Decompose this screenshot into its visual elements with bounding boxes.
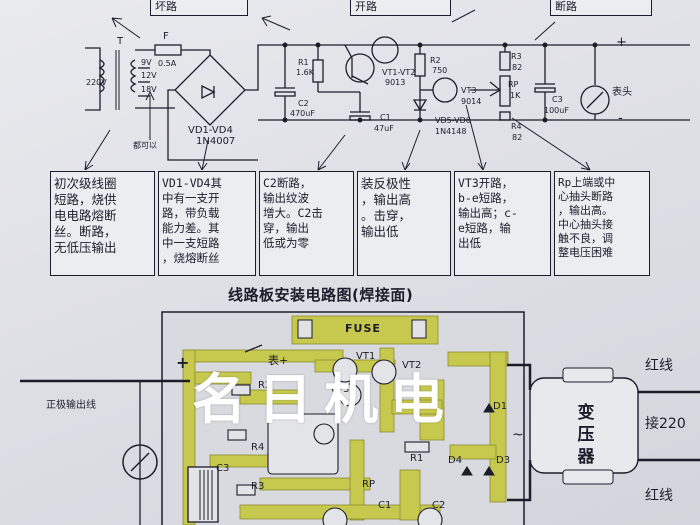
pcb-r2-label: R2 [258, 380, 272, 391]
vt3-footprint [338, 383, 362, 407]
pcb-c2-label: C2 [432, 500, 446, 511]
fuse-label: F [163, 31, 169, 42]
d4-symbol [461, 466, 473, 476]
zener-label: VD5-VD6 [435, 116, 471, 125]
c2-label: C2 [298, 99, 309, 108]
c3-value: 100uF [544, 106, 569, 115]
vt1-symbol [345, 53, 375, 83]
top-note-box-3: 断路 [550, 0, 652, 16]
r3-footprint [236, 484, 256, 496]
pcb-meter-plus-label: 表+ [268, 354, 289, 367]
top-note-box-2: 开路 [350, 0, 451, 16]
r2-value: 750 [432, 66, 448, 75]
pcb-c3-label: C3 [216, 463, 230, 474]
copper-traces [182, 315, 509, 525]
pcb-vt1-label: VT1 [356, 351, 376, 362]
rp-value: 1K [510, 91, 521, 100]
pcb-fuse-label: FUSE [345, 322, 381, 335]
meter-label: 表头 [612, 87, 632, 98]
note-c2: C2断路， 输出纹波 增大。C2击 穿，输出 低或为零 [259, 171, 354, 276]
red-wire-bottom-label: 红线 [645, 488, 673, 504]
r2-label: R2 [430, 56, 441, 65]
c3-footprint [187, 466, 219, 523]
r4-label: R4 [511, 122, 522, 131]
any-tap-note: 都可以 [133, 141, 157, 150]
vt3-part: 9014 [461, 97, 482, 106]
c1-footprint [322, 507, 348, 525]
board-heading: 线路板安装电路图(焊接面) [228, 286, 414, 304]
r1-value: 1.6K [296, 68, 314, 77]
vt2-symbol [371, 36, 399, 64]
transformer-label-pcb: 变压器 [577, 403, 595, 467]
pcb-vt3-label: VT3 [330, 384, 350, 395]
note-vt3: VT3开路， b-e短路， 输出高；c- e短路，输 出低 [454, 171, 551, 276]
pcb-plus-label: + [176, 353, 190, 372]
tap-18v-label: 18V [141, 85, 157, 94]
note-rp: Rp上端或中 心抽头断路 ，输出高。 中心抽头接 触不良，调 整电压困难 [554, 171, 650, 276]
note-zener: 装反极性 ，输出高 。击穿， 输出低 [357, 171, 451, 276]
r4-footprint [227, 429, 247, 441]
r1-footprint [404, 441, 430, 453]
zener-part: 1N4148 [435, 127, 467, 136]
transformer-label: T [117, 36, 124, 47]
pcb-r1-label: R1 [410, 453, 424, 464]
mains-220-label: 接220 [645, 416, 686, 432]
pcb-ac-label: ~ [512, 427, 524, 443]
note-bridge: VD1-VD4其 中有一支开 路，带负载 能力差。其 中一支短路 ，烧熔断丝 [158, 171, 256, 276]
d1-symbol [483, 403, 495, 413]
pcb-d3-label: D3 [496, 455, 511, 466]
vt1-footprint [332, 357, 358, 383]
pcb-vt2-label: VT2 [402, 360, 422, 371]
secondary-coil [130, 59, 137, 93]
c3-label: C3 [552, 95, 563, 104]
vt1-vt2-label: VT1-VT2 [382, 68, 416, 77]
pcb-rp-label: RP [362, 479, 375, 490]
plus-terminal: + [616, 35, 627, 50]
fuse-rating: 0.5A [158, 59, 177, 68]
r3-symbol [499, 51, 511, 71]
r3-label: R3 [511, 52, 522, 61]
r4-value: 82 [512, 133, 523, 142]
pcb-d1-label: D1 [493, 401, 508, 412]
c1-label: C1 [380, 113, 391, 122]
vt3-label: VT3 [461, 86, 477, 95]
c2-footprint [417, 507, 443, 525]
watermark-text: 名日机电 [192, 367, 456, 431]
mains-voltage-label: 220V [86, 78, 107, 87]
rp-label: RP [508, 80, 519, 89]
bridge-rectifier [174, 54, 246, 126]
rp-symbol [499, 75, 511, 107]
pcb-d4-label: D4 [448, 455, 463, 466]
pcb-c1-label: C1 [378, 500, 392, 511]
zener-symbol [412, 99, 428, 112]
c1-value: 47uF [374, 124, 394, 133]
positive-output-wire-label: 正极输出线 [46, 400, 96, 411]
pcb-r3-label: R3 [251, 481, 265, 492]
bridge-label: VD1-VD4 [188, 125, 233, 136]
vt2-footprint [371, 359, 397, 385]
vt1-vt2-part: 9013 [385, 78, 406, 87]
top-note-box-1: 坏路 [150, 0, 248, 16]
tap-12v-label: 12V [141, 71, 157, 80]
note-transformer: 初次级线圈 短路，烧供 电电路熔断 丝。断路， 无低压输出 [50, 171, 155, 276]
minus-terminal: - [618, 111, 623, 126]
red-wire-top-label: 红线 [645, 358, 673, 374]
r2-footprint [231, 384, 251, 396]
primary-coil [98, 59, 105, 93]
r1-label: R1 [298, 58, 309, 67]
tap-9v-label: 9V [141, 58, 152, 67]
bridge-part: 1N4007 [196, 136, 236, 147]
r3-value: 82 [512, 63, 523, 72]
pcb-r4-label: R4 [251, 442, 265, 453]
c2-value: 470uF [290, 109, 315, 118]
d3-symbol [483, 466, 495, 476]
